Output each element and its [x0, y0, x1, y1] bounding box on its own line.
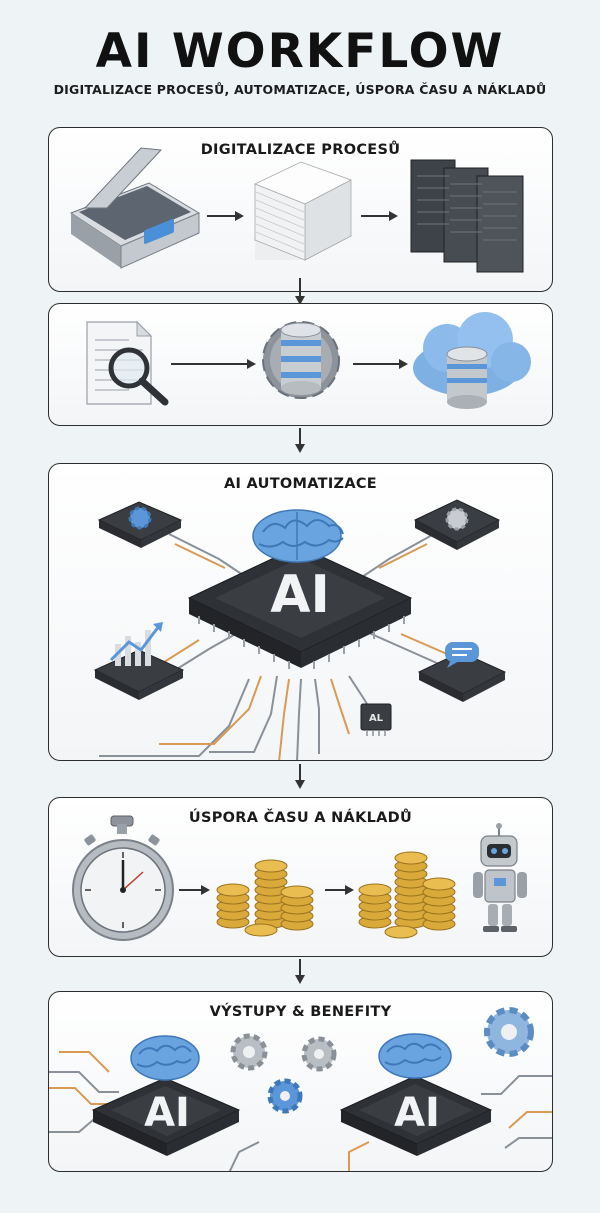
- small-chip-label: AL: [369, 713, 384, 724]
- page-title: AI WORKFLOW: [95, 24, 505, 79]
- circuit-wires-icon: [99, 533, 448, 760]
- panel-digitalization-title: DIGITALIZACE PROCESŮ: [200, 142, 401, 158]
- panel-savings: ÚSPORA ČASU A NÁKLADŮ: [48, 797, 553, 957]
- ai-chip-right-label: AI: [394, 1090, 440, 1136]
- small-chip-icon: [360, 703, 392, 736]
- panel-data-processing-illustration: [86, 312, 531, 409]
- panel-digitalization-illustration: [69, 147, 524, 273]
- settings-chip-icon: [413, 499, 501, 550]
- ai-chip-label: AI: [270, 565, 330, 625]
- brain-left-icon: [130, 1035, 200, 1081]
- scanner-icon: [69, 147, 201, 269]
- ai-chip-left-icon: [91, 1077, 241, 1156]
- arrow-scanner-to-docs-icon: [207, 211, 244, 221]
- chat-chip-icon: [417, 642, 507, 702]
- brain-right-icon: [378, 1033, 452, 1079]
- server-rack-icon: [410, 159, 524, 273]
- panel-digitalization: DIGITALIZACE PROCESŮ: [48, 127, 553, 292]
- connector-arrow-3-icon: [295, 764, 305, 789]
- document-stack-icon: [254, 161, 352, 261]
- brain-icon: [252, 509, 344, 563]
- connector-arrow-2-icon: [295, 428, 305, 453]
- arrow-coins-to-coins-icon: [325, 885, 354, 895]
- panel-savings-title: ÚSPORA ČASU A NÁKLADŮ: [188, 810, 413, 826]
- coin-stacks-icon: [216, 859, 314, 937]
- gears-icon: [230, 1007, 534, 1114]
- coin-stacks-grown-icon: [358, 851, 456, 939]
- document-magnifier-icon: [86, 320, 169, 406]
- gear-database-icon: [262, 321, 340, 399]
- arrow-docsearch-to-database-icon: [171, 359, 256, 369]
- connector-arrow-4-icon: [295, 959, 305, 984]
- panel-ai-automation-illustration: AI AL: [93, 499, 507, 760]
- robot-icon: [473, 823, 527, 932]
- arrow-docs-to-servers-icon: [361, 211, 398, 221]
- page-subtitle: DIGITALIZACE PROCESŮ, AUTOMATIZACE, ÚSPO…: [53, 82, 547, 97]
- panel-savings-illustration: [72, 815, 527, 941]
- panel-outputs-benefits-illustration: AI AI: [49, 1007, 552, 1171]
- arrow-database-to-cloud-icon: [353, 359, 408, 369]
- panel-outputs-benefits-title: VÝSTUPY & BENEFITY: [209, 1004, 392, 1020]
- ai-chip-right-icon: [339, 1075, 493, 1156]
- stopwatch-icon: [72, 815, 174, 941]
- panel-ai-automation: AI AL AI AUTOMATIZACE: [48, 463, 553, 761]
- chart-chip-icon: [93, 622, 185, 700]
- panel-outputs-benefits: AI AI VÝSTUPY & BENEFITY: [48, 991, 553, 1172]
- gear-chip-icon: [97, 501, 183, 548]
- panel-data-processing: [48, 303, 553, 426]
- ai-processor-chip-icon: [187, 545, 413, 669]
- arrow-watch-to-coins-icon: [179, 885, 210, 895]
- connector-arrow-1-icon: [295, 278, 305, 305]
- ai-chip-left-label: AI: [144, 1090, 190, 1136]
- cloud-database-icon: [413, 312, 531, 409]
- panel-ai-automation-title: AI AUTOMATIZACE: [223, 476, 378, 492]
